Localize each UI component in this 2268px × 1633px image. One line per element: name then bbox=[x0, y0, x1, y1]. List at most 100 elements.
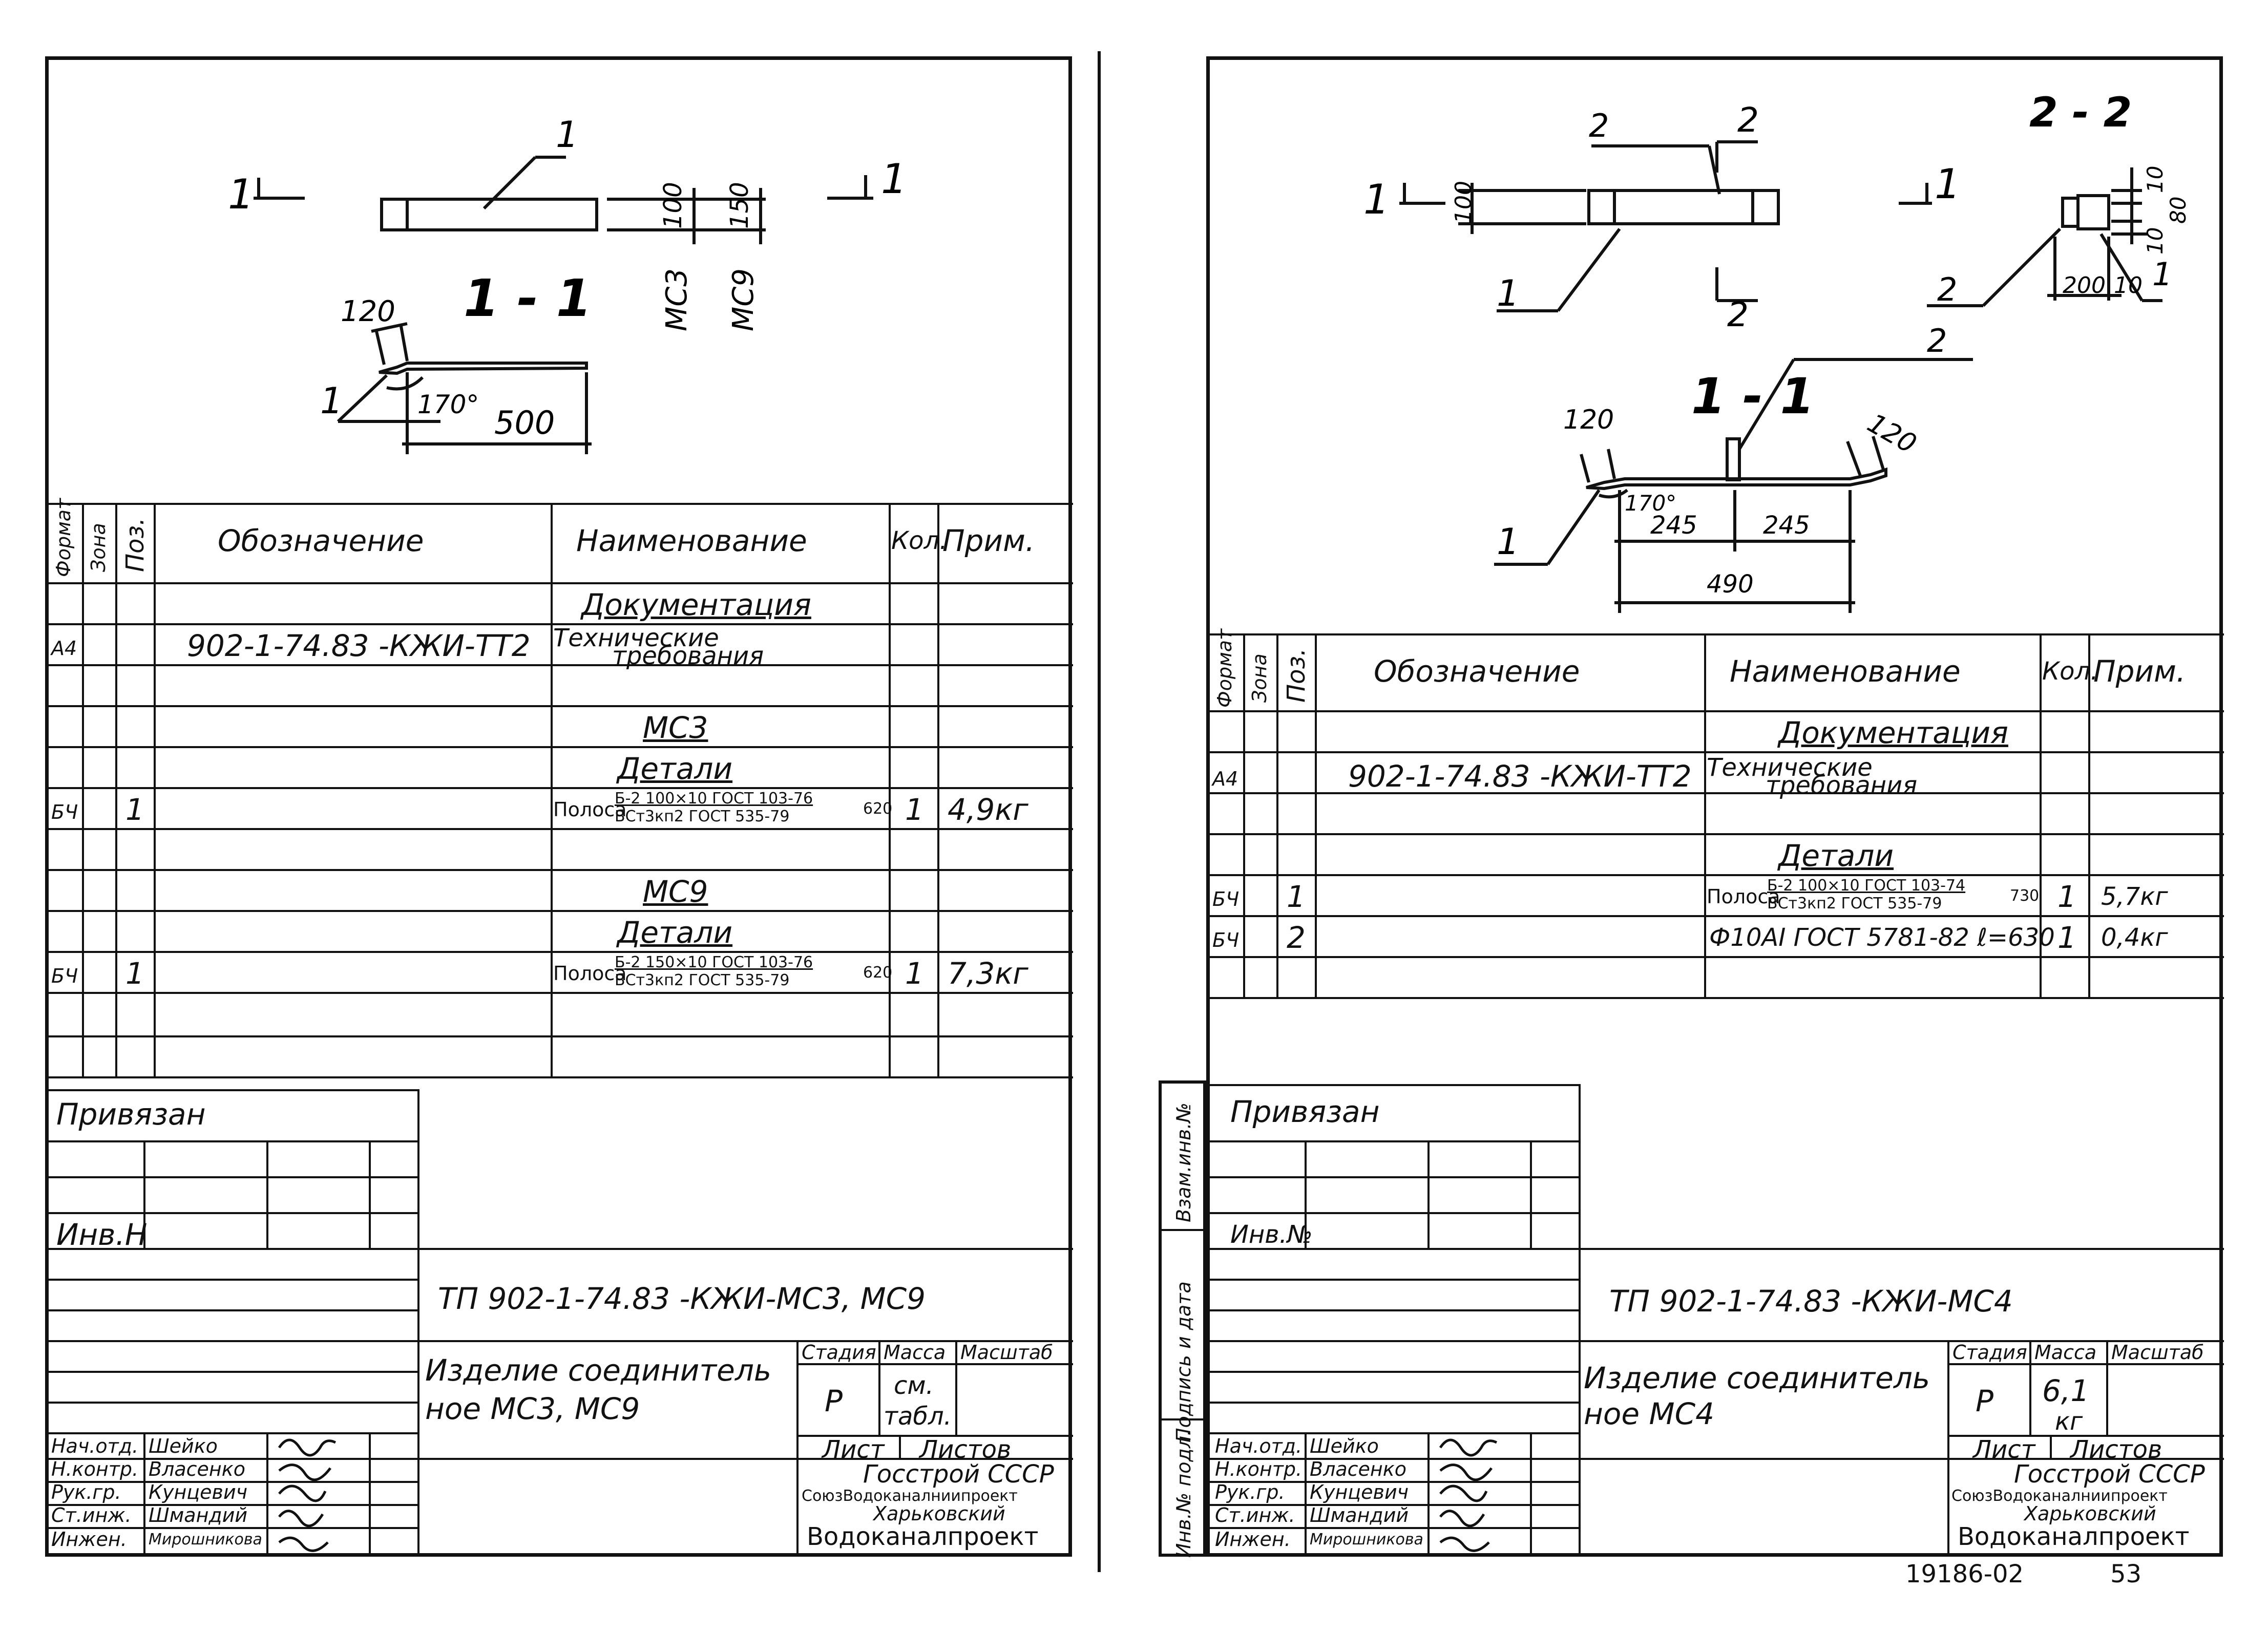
left-name-1: Власенко bbox=[149, 1458, 245, 1480]
right-r1-len: 730 bbox=[2010, 887, 2040, 905]
right-section-mark-r: 1 bbox=[1935, 160, 1961, 208]
left-label-mc3: МС3 bbox=[660, 268, 694, 331]
right-mass-h: Масса bbox=[2034, 1341, 2097, 1364]
right-r1-format: БЧ bbox=[1212, 888, 1240, 910]
left-item-name-1: Изделие соединитель bbox=[425, 1353, 772, 1388]
right-r1-pos: 1 bbox=[1287, 879, 1306, 914]
left-mc3: МС3 bbox=[643, 710, 708, 745]
left-role-2: Рук.гр. bbox=[51, 1481, 121, 1503]
left-name-2: Кунцевич bbox=[149, 1481, 248, 1503]
right-h-name: Наименование bbox=[1730, 654, 1961, 689]
left-item-name-2: ное МС3, МС9 bbox=[425, 1391, 640, 1426]
right-role-0: Нач.отд. bbox=[1215, 1435, 1303, 1457]
right-h-pos: Поз. bbox=[1282, 648, 1311, 703]
right-dim-120b: 120 bbox=[1862, 408, 1922, 460]
left-r1-name-main: Полоса bbox=[553, 798, 627, 821]
right-details: Детали bbox=[1778, 838, 1894, 873]
left-r1-name-bottom: ВСт3кп2 ГОСТ 535-79 bbox=[615, 808, 790, 825]
right-sec-title-22: 2 - 2 bbox=[2029, 89, 2132, 136]
right-name-2: Кунцевич bbox=[1310, 1481, 1409, 1503]
right-doc-designation: 902-1-74.83 -КЖИ-ТТ2 bbox=[1348, 759, 1692, 794]
left-name-3: Шмандий bbox=[149, 1504, 248, 1526]
left-stage: Р bbox=[825, 1384, 843, 1418]
right-dim-100: 100 bbox=[1451, 181, 1477, 224]
right-sheet: 1 1 2 2 2 - 2 2 1 2 1 2 1 100 10 80 10 2… bbox=[1172, 56, 2224, 1558]
right-stage-h: Стадия bbox=[1952, 1341, 2027, 1364]
left-r2-format: БЧ bbox=[51, 965, 78, 987]
right-pos-2b: 2 bbox=[1937, 271, 1957, 308]
left-dim-500: 500 bbox=[494, 404, 555, 441]
right-sec2-top: 2 bbox=[1737, 100, 1759, 140]
right-pos-1a: 1 bbox=[1497, 272, 1520, 314]
right-dim-245a: 245 bbox=[1650, 511, 1697, 540]
right-h-note: Прим. bbox=[2093, 654, 2186, 689]
right-name-3: Шмандий bbox=[1310, 1504, 1409, 1526]
left-r2-note: 7,3кг bbox=[948, 956, 1028, 991]
left-role-1: Н.контр. bbox=[51, 1458, 139, 1480]
right-item-name-1: Изделие соединитель bbox=[1584, 1361, 1930, 1395]
left-sheet-h: Лист bbox=[822, 1435, 885, 1464]
left-name-0: Шейко bbox=[149, 1435, 218, 1457]
left-r1-name-top: Б-2 100×10 ГОСТ 103-76 bbox=[615, 790, 813, 808]
left-mc9: МС9 bbox=[643, 874, 708, 909]
left-sheet: 1 1 1 1 - 1 120 170° 500 1 100 150 МС3 М… bbox=[45, 56, 1073, 1557]
left-h-format: Формат bbox=[52, 498, 75, 577]
left-pos-1: 1 bbox=[556, 114, 579, 156]
right-stage: Р bbox=[1976, 1384, 1993, 1418]
right-mass-2: кг bbox=[2055, 1407, 2083, 1436]
right-doc-name-2: требования bbox=[1766, 771, 1918, 800]
right-r2-format: БЧ bbox=[1212, 929, 1240, 951]
right-name-1: Власенко bbox=[1310, 1458, 1406, 1480]
left-inv-n: Инв.Н bbox=[56, 1217, 148, 1252]
left-doc-header: Документация bbox=[581, 587, 811, 622]
right-r2-qty: 1 bbox=[2057, 920, 2076, 955]
right-role-2: Рук.гр. bbox=[1215, 1481, 1285, 1503]
right-role-3: Ст.инж. bbox=[1215, 1504, 1295, 1526]
right-org-1: Госстрой СССР bbox=[2014, 1460, 2205, 1489]
right-dim-200: 200 bbox=[2063, 272, 2106, 299]
fold-line bbox=[1098, 51, 1101, 1572]
right-r1-name-bottom: ВСт3кп2 ГОСТ 535-79 bbox=[1767, 895, 1942, 913]
left-mass-h: Масса bbox=[884, 1341, 946, 1364]
left-r2-name-main: Полоса bbox=[553, 962, 627, 985]
footer-code: 19186-02 bbox=[1905, 1560, 2024, 1588]
left-mass-2: табл. bbox=[884, 1402, 952, 1431]
right-section-title: 1 - 1 bbox=[1691, 368, 1814, 425]
right-h-format: Формат bbox=[1213, 628, 1236, 708]
left-section-mark: 1 bbox=[228, 171, 254, 218]
right-doc-format: А4 bbox=[1212, 768, 1238, 790]
left-h-note: Прим. bbox=[942, 523, 1035, 558]
right-org-2: СоюзВодоканалниипроект bbox=[1951, 1487, 2168, 1505]
right-name-0: Шейко bbox=[1310, 1435, 1379, 1457]
right-dim-80: 80 bbox=[2166, 197, 2191, 224]
right-org-4: Водоканалпроект bbox=[1958, 1522, 2190, 1551]
right-dim-120a: 120 bbox=[1563, 405, 1614, 435]
right-angle: 170° bbox=[1625, 491, 1676, 516]
left-drawing: 1 1 1 1 - 1 120 170° 500 1 100 150 МС3 М… bbox=[228, 114, 907, 454]
right-h-zone: Зона bbox=[1248, 653, 1271, 703]
right-section-mark: 1 bbox=[1363, 176, 1390, 223]
right-doc-name-1: Технические bbox=[1707, 753, 1873, 782]
right-r1-note: 5,7кг bbox=[2101, 882, 2168, 911]
left-pos-1b: 1 bbox=[320, 380, 343, 422]
left-r1-len: 620 bbox=[863, 800, 893, 818]
left-details2: Детали bbox=[617, 915, 733, 950]
right-h-designation: Обозначение bbox=[1374, 654, 1580, 689]
right-dim-10a: 10 bbox=[2143, 166, 2168, 193]
right-scale-h: Масштаб bbox=[2111, 1341, 2204, 1364]
right-pos-2c: 2 bbox=[1927, 322, 1947, 359]
left-h-zone: Зона bbox=[87, 523, 110, 572]
right-role-1: Н.контр. bbox=[1215, 1458, 1303, 1480]
right-pos-1c: 1 bbox=[1497, 521, 1520, 563]
right-sec2-bottom: 2 bbox=[1727, 295, 1749, 334]
right-sheet-h: Лист bbox=[1973, 1435, 2035, 1464]
left-privyazan: Привязан bbox=[56, 1097, 206, 1132]
left-details1: Детали bbox=[617, 751, 733, 786]
left-r1-format: БЧ bbox=[51, 801, 78, 823]
left-doc-format: А4 bbox=[51, 637, 77, 660]
left-org-1: Госстрой СССР bbox=[863, 1460, 1054, 1489]
left-dim-150: 150 bbox=[725, 182, 754, 229]
right-item-name-2: ное МС4 bbox=[1584, 1396, 1714, 1431]
right-name-4: Мирошникова bbox=[1310, 1531, 1423, 1549]
right-r2-note: 0,4кг bbox=[2101, 923, 2168, 952]
